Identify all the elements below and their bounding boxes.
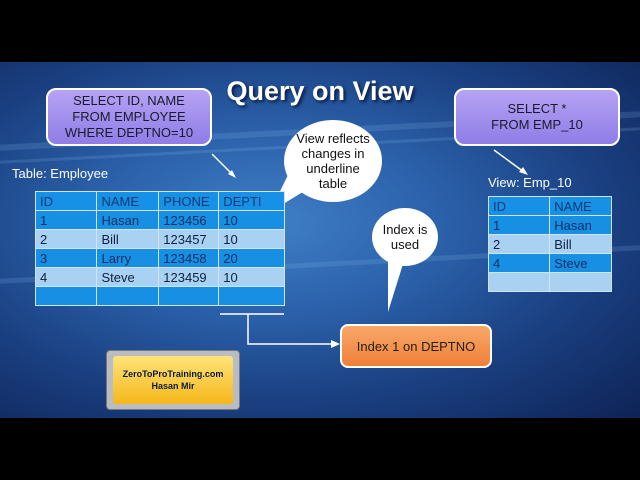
table-cell: 1: [487, 215, 551, 235]
table-cell: Hasan: [96, 210, 160, 230]
logo-plate: ZeroToProTraining.com Hasan Mir: [113, 356, 233, 404]
column-header: NAME: [549, 196, 612, 216]
table-cell: Larry: [96, 248, 160, 268]
table-row: [487, 272, 612, 292]
view-table-label: View: Emp_10: [488, 175, 572, 190]
query-line: SELECT *: [507, 101, 567, 116]
query-line: SELECT ID, NAME: [73, 93, 185, 108]
table-cell: 4: [34, 267, 98, 287]
table-cell: Hasan: [549, 215, 612, 235]
column-header: PHONE: [158, 191, 220, 211]
view-reflects-bubble: View reflects changes in underline table: [284, 120, 382, 202]
table-cell: 3: [34, 248, 98, 268]
table-cell: 123459: [158, 267, 220, 287]
column-header: ID: [487, 196, 551, 216]
bubble-line: Index is: [382, 222, 428, 237]
table-row: 3 Larry 123458 20: [34, 248, 285, 268]
logo-author: Hasan Mir: [151, 381, 195, 391]
index-box: Index 1 on DEPTNO: [340, 324, 492, 368]
slide: Query on View SELECT ID, NAME FROM EMPLO…: [0, 62, 640, 418]
bubble-line: changes in: [301, 146, 365, 161]
view-query-callout: SELECT * FROM EMP_10: [454, 88, 620, 146]
table-cell: [218, 286, 285, 306]
table-cell: Bill: [549, 234, 612, 254]
table-cell: 1: [34, 210, 98, 230]
table-cell: 4: [487, 253, 551, 273]
table-cell: 2: [34, 229, 98, 249]
query-line: FROM EMPLOYEE: [72, 109, 186, 124]
view-table: ID NAME 1 Hasan 2 Bill 4 Steve: [487, 196, 612, 292]
table-row: 4 Steve: [487, 253, 612, 273]
bubble-line: table: [318, 176, 348, 191]
table-row: 2 Bill 123457 10: [34, 229, 285, 249]
table-header-row: ID NAME PHONE DEPTI: [34, 191, 285, 211]
table-header-row: ID NAME: [487, 196, 612, 216]
query-line: WHERE DEPTNO=10: [64, 125, 194, 140]
table-row: 2 Bill: [487, 234, 612, 254]
bubble-line: underline: [306, 161, 360, 176]
employee-query-callout: SELECT ID, NAME FROM EMPLOYEE WHERE DEPT…: [46, 88, 212, 146]
employee-table: ID NAME PHONE DEPTI 1 Hasan 123456 10 2 …: [34, 191, 285, 306]
table-row: 1 Hasan 123456 10: [34, 210, 285, 230]
table-cell: 2: [487, 234, 551, 254]
query-line: FROM EMP_10: [491, 117, 583, 132]
table-row: [34, 286, 285, 306]
logo-site: ZeroToProTraining.com: [122, 369, 224, 379]
table-cell: [487, 272, 551, 292]
table-cell: 20: [218, 248, 285, 268]
table-cell: 123458: [158, 248, 220, 268]
column-header: NAME: [96, 191, 160, 211]
slide-title: Query on View: [226, 76, 414, 106]
table-cell: 10: [218, 229, 285, 249]
table-row: 4 Steve 123459 10: [34, 267, 285, 287]
table-cell: [158, 286, 220, 306]
table-cell: [549, 272, 612, 292]
table-cell: Steve: [549, 253, 612, 273]
table-cell: 123456: [158, 210, 220, 230]
column-header: ID: [34, 191, 98, 211]
table-cell: Bill: [96, 229, 160, 249]
table-cell: [96, 286, 160, 306]
table-cell: Steve: [96, 267, 160, 287]
employee-table-label: Table: Employee: [12, 166, 109, 181]
table-row: 1 Hasan: [487, 215, 612, 235]
index-arrow: [247, 314, 334, 345]
table-cell: 123457: [158, 229, 220, 249]
view-query-arrow: [493, 149, 525, 173]
logo: ZeroToProTraining.com Hasan Mir: [106, 350, 240, 410]
table-cell: 10: [218, 267, 285, 287]
column-header: DEPTI: [218, 191, 285, 211]
table-cell: [34, 286, 98, 306]
index-used-bubble: Index is used: [372, 208, 438, 266]
bubble-line: used: [390, 237, 420, 252]
bubble-line: View reflects: [296, 131, 370, 146]
table-cell: 10: [218, 210, 285, 230]
